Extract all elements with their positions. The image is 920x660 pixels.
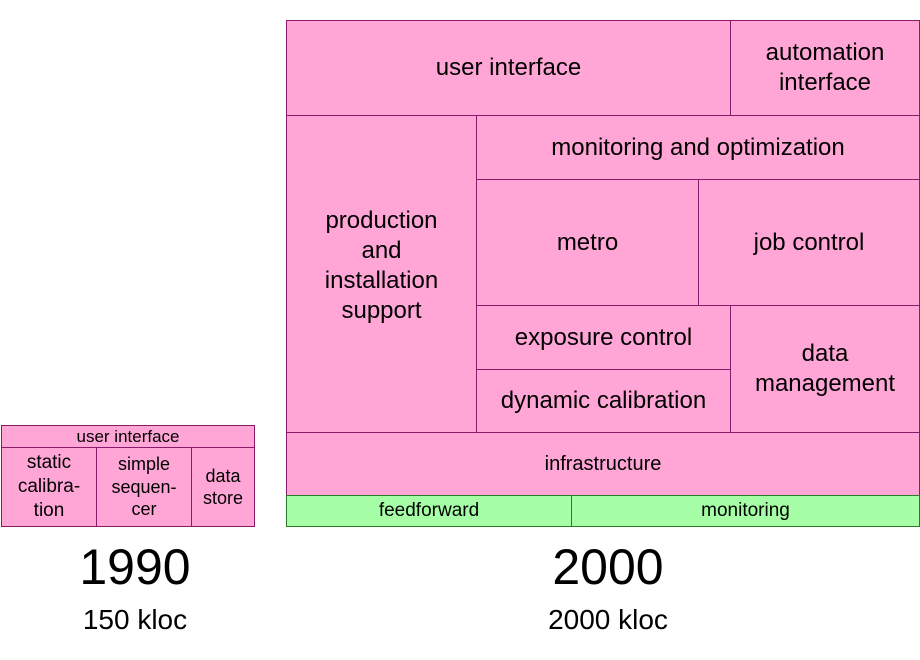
size-2000-label: 2000 kloc: [548, 604, 668, 635]
year-2000-label: 2000: [552, 539, 664, 595]
block-2000-monitoring: monitoring: [571, 495, 920, 527]
block-1990-static-calibration: static calibra- tion: [1, 447, 97, 527]
block-2000-automation-interface: automation interface: [730, 20, 920, 116]
size-1990-label: 150 kloc: [82, 604, 188, 635]
block-1990-simple-sequencer: simple sequen- cer: [96, 447, 192, 527]
block-2000-metro: metro: [476, 179, 699, 306]
block-2000-monitoring-optimization: monitoring and optimization: [476, 115, 920, 180]
block-1990-data-store: data store: [191, 447, 255, 527]
block-2000-job-control: job control: [698, 179, 920, 306]
block-2000-feedforward: feedforward: [286, 495, 572, 527]
block-2000-infrastructure: infrastructure: [286, 432, 920, 496]
block-1990-user-interface: user interface: [1, 425, 255, 448]
block-2000-data-management: data management: [730, 305, 920, 433]
year-1990-label: 1990: [79, 539, 191, 595]
block-2000-production-installation-support: production and installation support: [286, 115, 477, 433]
block-2000-exposure-control: exposure control: [476, 305, 731, 370]
block-2000-user-interface: user interface: [286, 20, 731, 116]
block-2000-dynamic-calibration: dynamic calibration: [476, 369, 731, 433]
